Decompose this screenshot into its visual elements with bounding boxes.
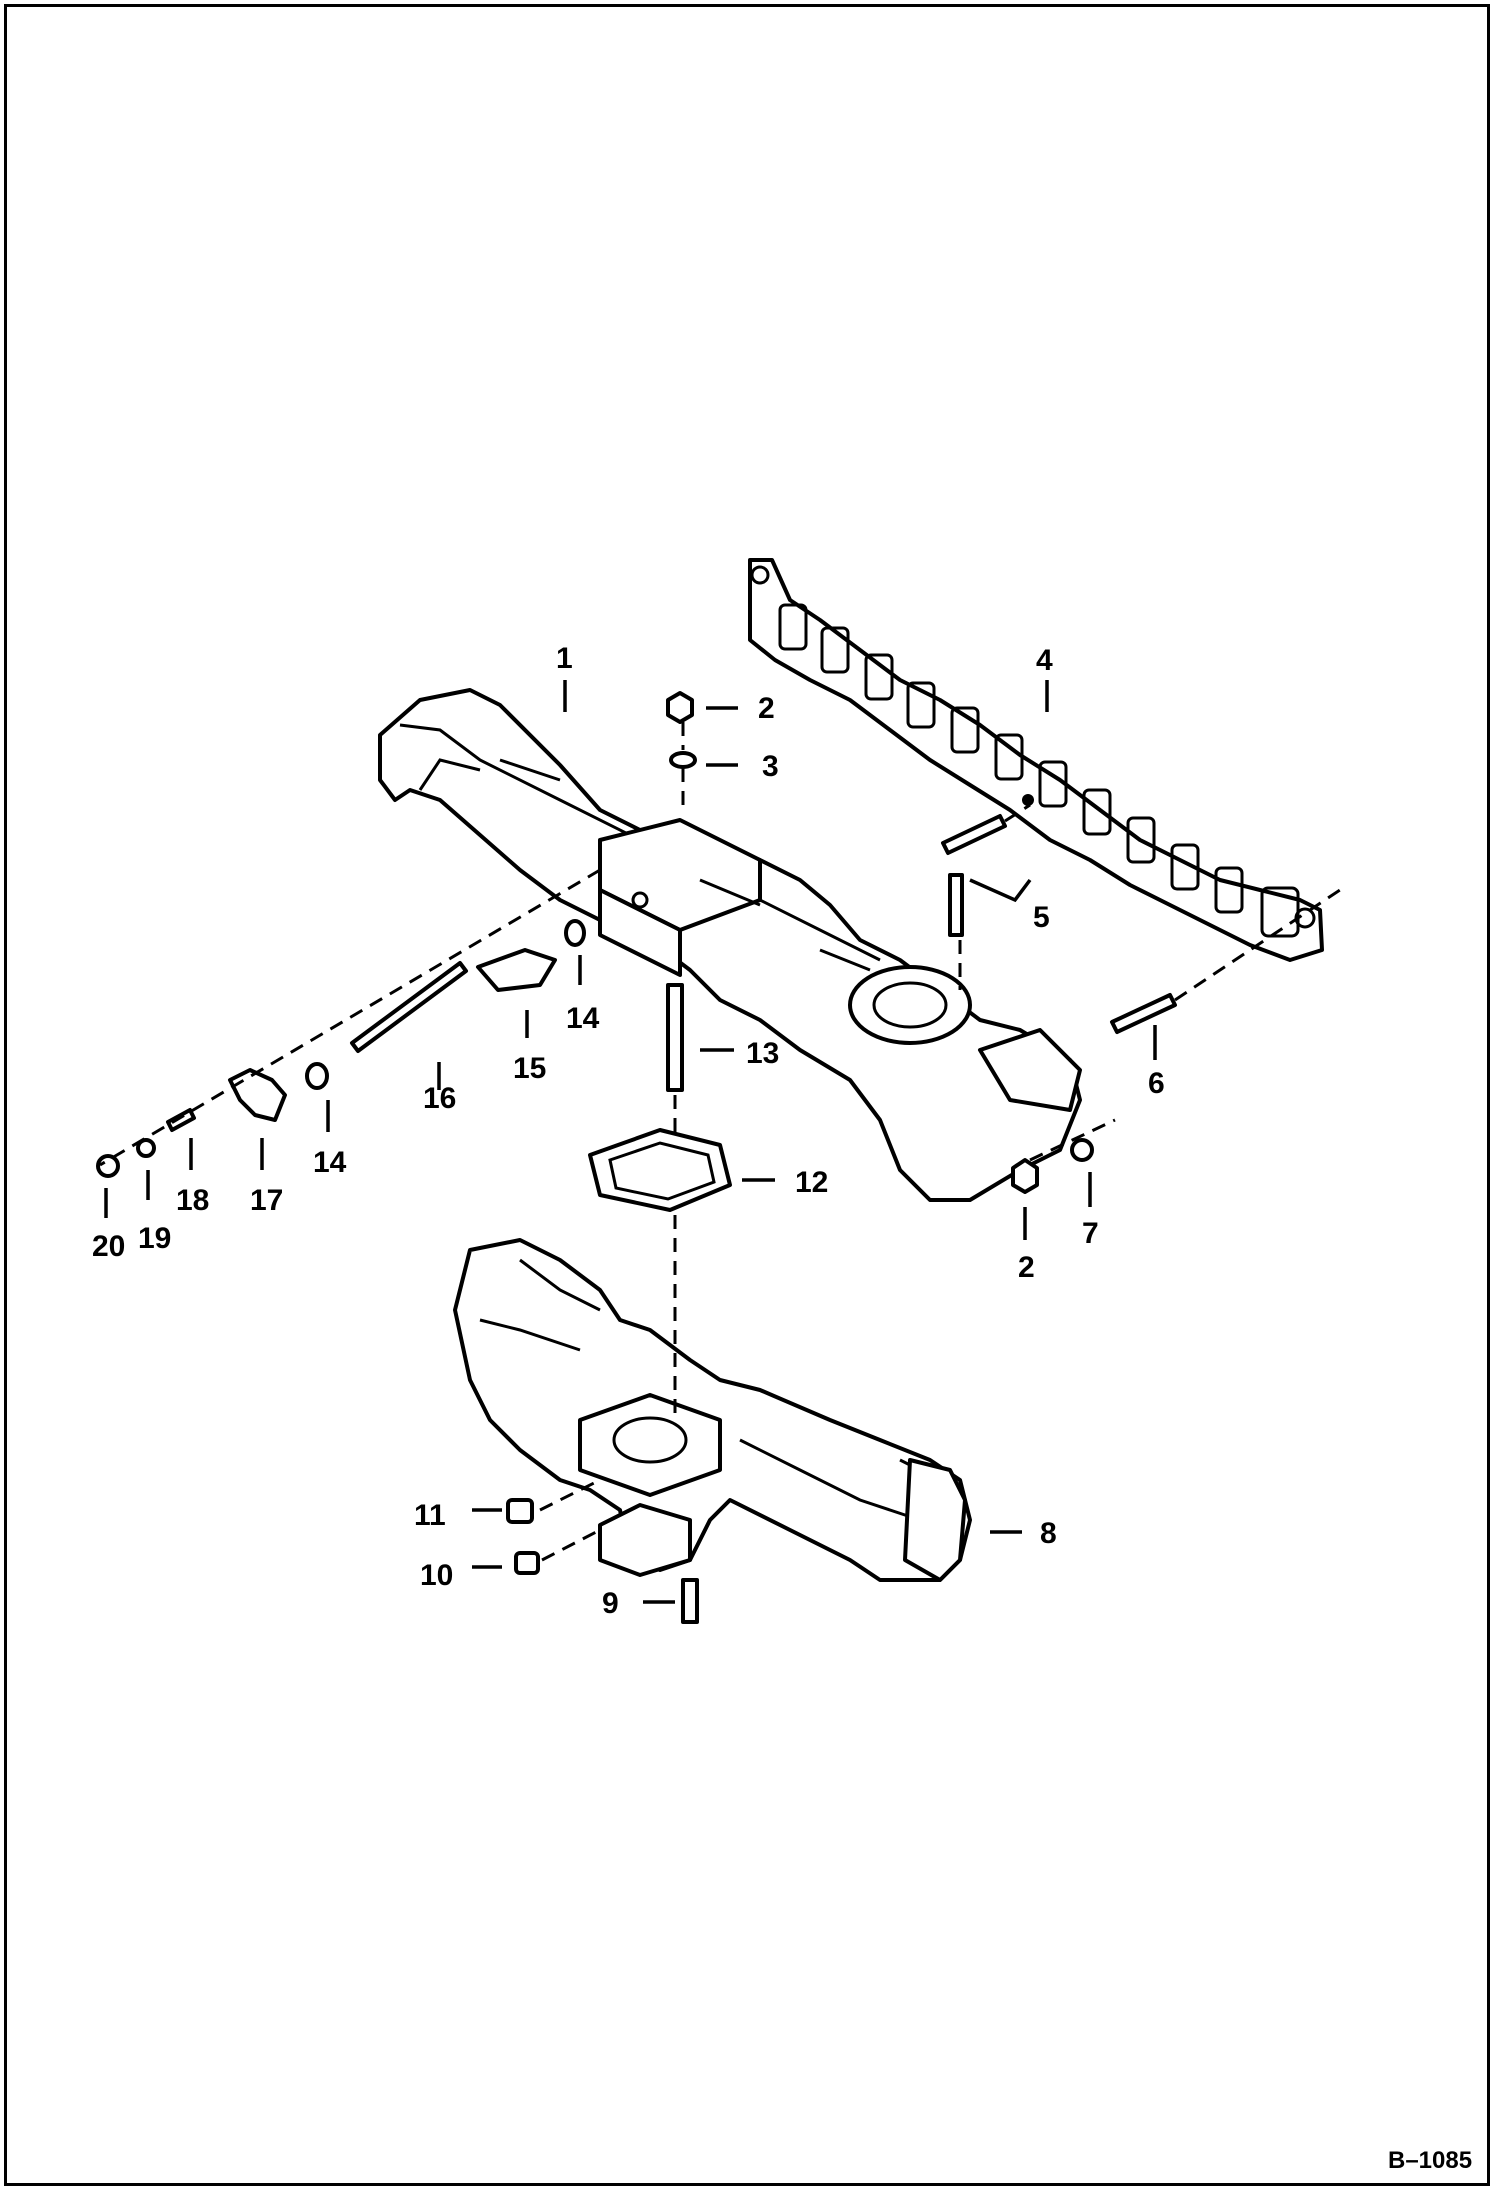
callout-4: 4 <box>1036 644 1053 677</box>
assembly-lines <box>99 722 1341 1562</box>
callout-1: 1 <box>556 642 573 675</box>
callout-11: 11 <box>414 1499 446 1532</box>
callout-16: 16 <box>423 1082 456 1115</box>
callout-12: 12 <box>795 1166 828 1199</box>
callout-15: 15 <box>513 1052 546 1085</box>
studs <box>666 814 1177 1624</box>
heat-shield <box>228 1068 287 1122</box>
leader-lines <box>104 680 1157 1604</box>
stud-long <box>350 961 468 1053</box>
figure-reference: B–1085 <box>1388 2147 1472 2174</box>
flange-gasket <box>588 1128 732 1212</box>
callout-6: 6 <box>1148 1067 1165 1100</box>
bracket-plate <box>476 948 557 992</box>
exhaust-manifold-lower <box>453 1238 972 1582</box>
hardware <box>96 691 1094 1575</box>
callout-17: 17 <box>250 1184 283 1217</box>
callout-3: 3 <box>762 750 779 783</box>
callout-9: 9 <box>602 1587 619 1620</box>
exhaust-manifold <box>378 688 1082 1202</box>
callout-8: 8 <box>1040 1517 1057 1550</box>
callout-19: 19 <box>138 1222 171 1255</box>
exhaust-manifold-gasket <box>748 558 1324 962</box>
callout-18: 18 <box>176 1184 209 1217</box>
callout-2: 2 <box>758 692 775 725</box>
callout-14-upper: 14 <box>566 1002 600 1035</box>
callout-13: 13 <box>746 1037 779 1070</box>
diagram-border <box>4 4 1490 2186</box>
callout-10: 10 <box>420 1559 453 1592</box>
callout-5: 5 <box>1033 901 1050 934</box>
callout-2-lower: 2 <box>1018 1251 1035 1284</box>
callout-14-lower: 14 <box>313 1146 347 1179</box>
callout-20: 20 <box>92 1230 125 1263</box>
callouts: 1 2 3 4 5 6 7 2 8 9 10 11 12 13 14 14 15… <box>92 642 1165 1620</box>
callout-7: 7 <box>1082 1217 1099 1250</box>
